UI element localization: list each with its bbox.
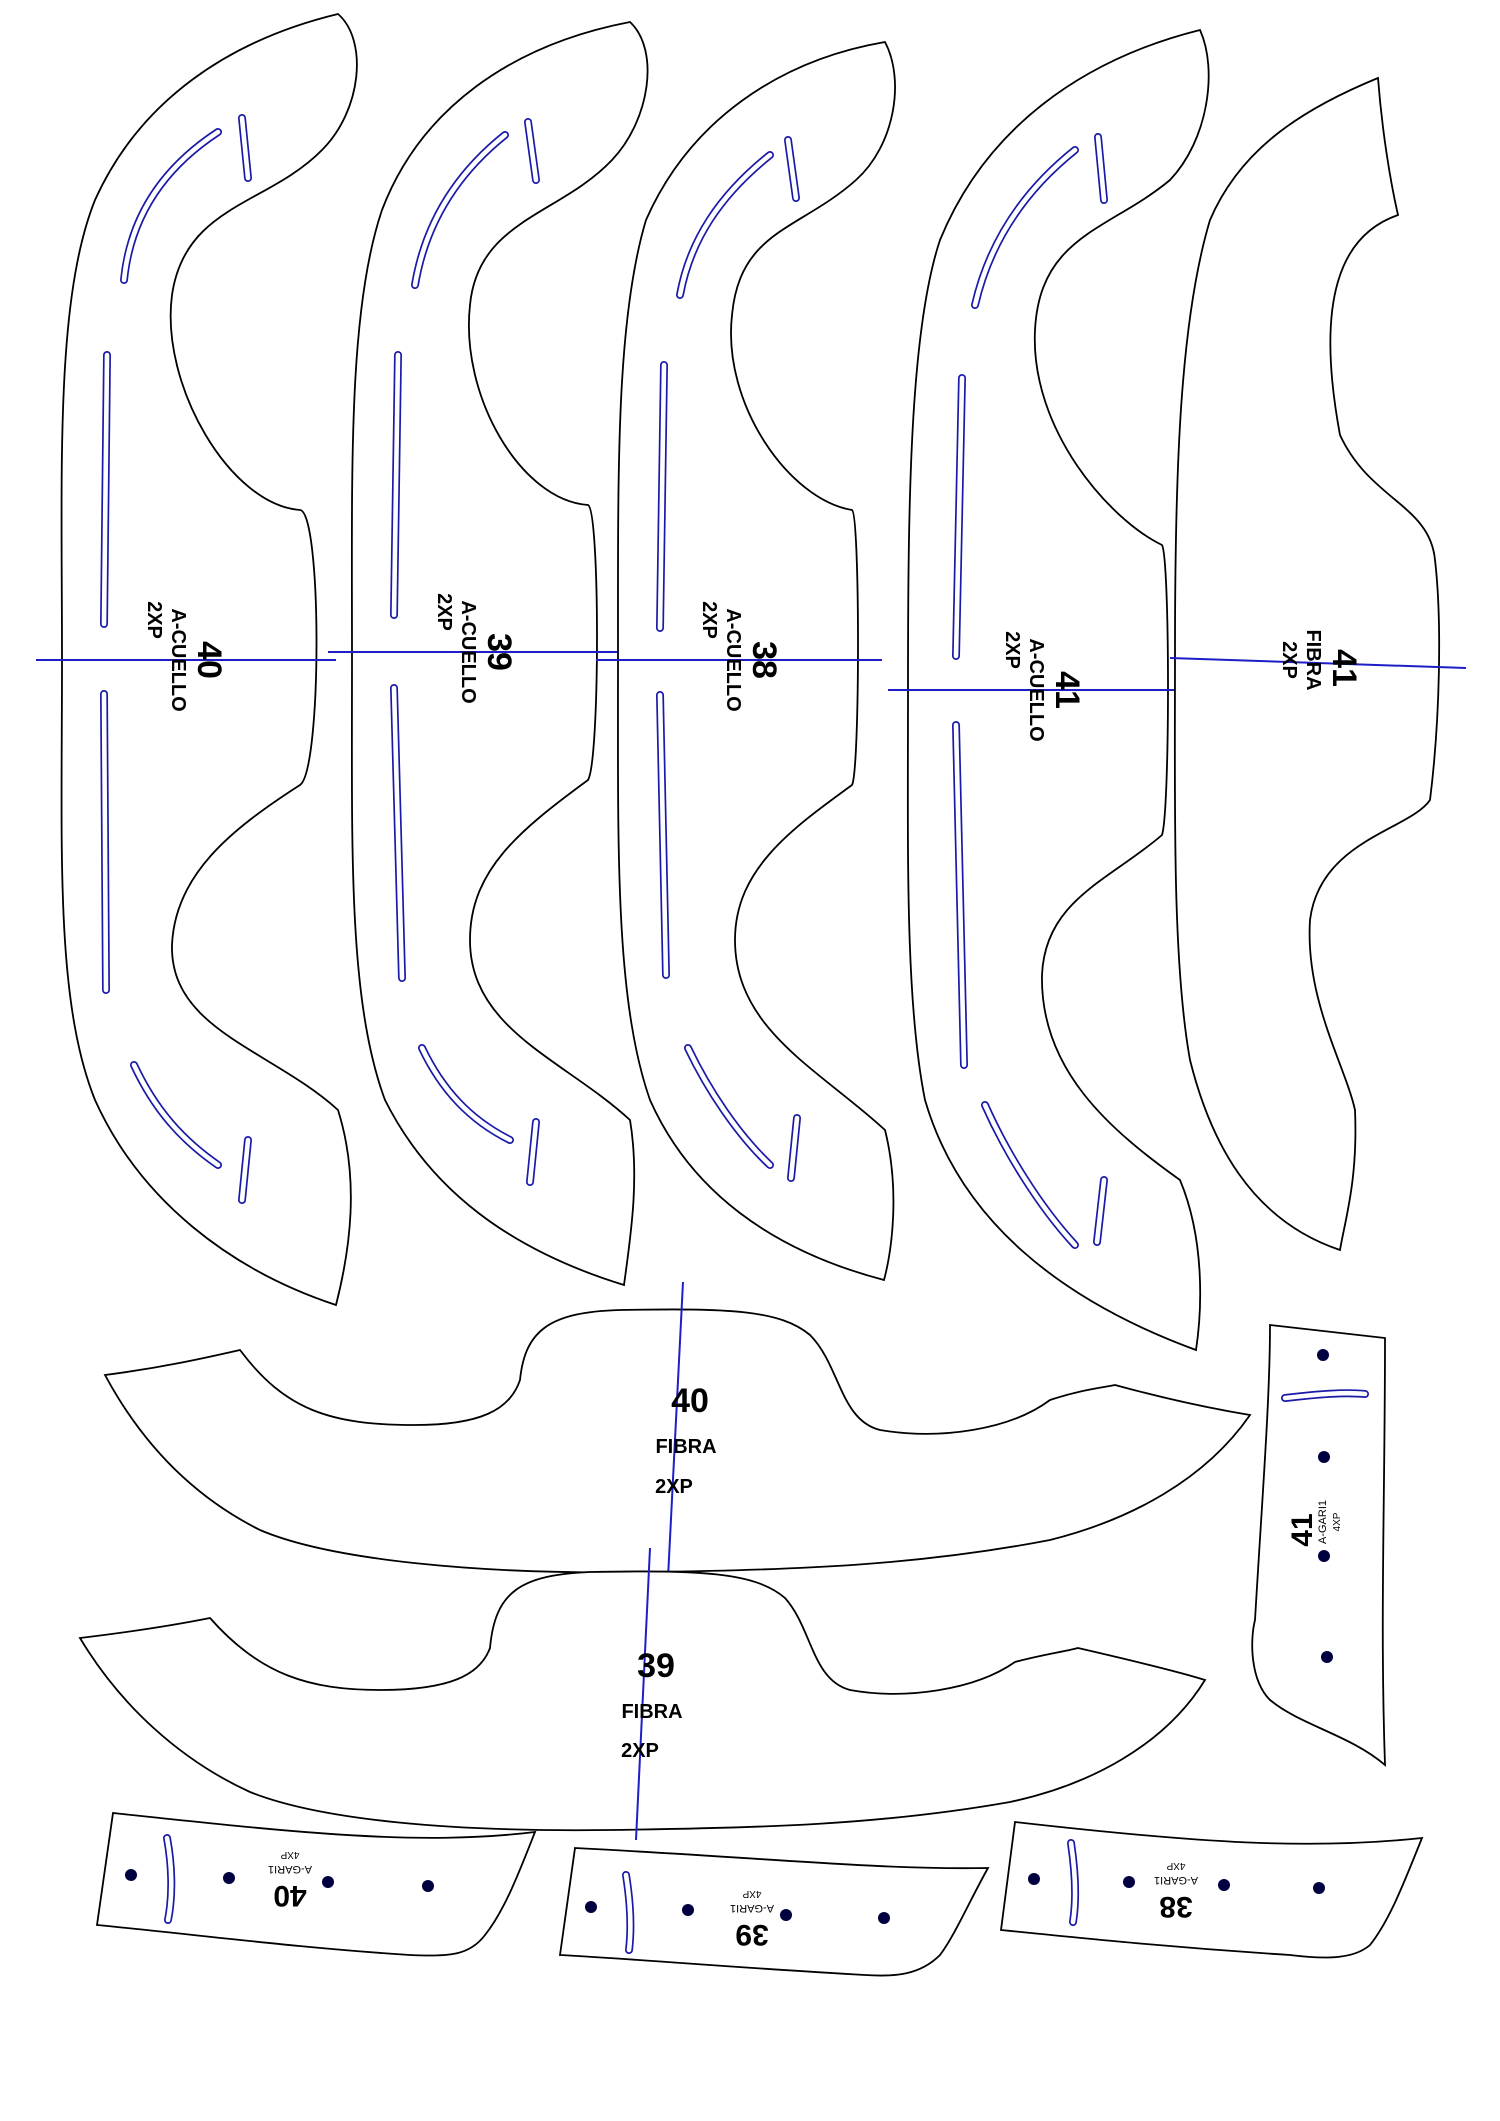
- piece-name: FIBRA: [1302, 629, 1324, 690]
- piece-name: FIBRA: [655, 1436, 716, 1458]
- stitch-slot: [390, 351, 402, 619]
- piece-number: 41: [1048, 671, 1086, 709]
- stitch-slot: [1093, 1176, 1108, 1246]
- piece-name: A-CUELLO: [167, 608, 189, 711]
- drill-hole: [1318, 1550, 1330, 1562]
- collar-piece-41[interactable]: 41 A-CUELLO 2XP: [888, 28, 1210, 1352]
- drill-hole: [125, 1869, 137, 1881]
- band-piece-41[interactable]: 41 A-GARI1 4XP: [1251, 1323, 1386, 1768]
- stitch-slot: [981, 1101, 1079, 1249]
- fibra-piece-40[interactable]: 40 FIBRA 2XP: [103, 1281, 1252, 1579]
- stitch-slot: [411, 131, 509, 289]
- band-piece-40[interactable]: 40 A-GARI1 4XP: [95, 1812, 537, 1957]
- piece-name: A-GARI1: [268, 1863, 312, 1875]
- fibra-piece-41[interactable]: 41 FIBRA 2XP: [1169, 76, 1467, 1252]
- piece-number: 39: [735, 1918, 768, 1951]
- drill-hole: [422, 1880, 434, 1892]
- stitch-slot: [163, 1834, 176, 1924]
- piece-quantity: 2XP: [143, 601, 165, 639]
- stitch-slot: [100, 690, 110, 994]
- drill-hole: [1218, 1879, 1230, 1891]
- stitch-slot: [526, 1118, 540, 1186]
- stitch-slot: [238, 114, 252, 182]
- drill-hole: [780, 1909, 792, 1921]
- grain-line: [667, 1281, 684, 1579]
- piece-quantity: 2XP: [698, 601, 720, 639]
- stitch-slot: [684, 1044, 774, 1169]
- stitch-slot: [524, 118, 540, 184]
- stitch-slot: [120, 128, 222, 284]
- drill-hole: [585, 1901, 597, 1913]
- piece-quantity: 2XP: [433, 593, 455, 631]
- piece-name: A-CUELLO: [1025, 638, 1047, 741]
- stitch-slot: [784, 136, 800, 202]
- piece-quantity: 2XP: [1001, 631, 1023, 669]
- drill-hole: [223, 1872, 235, 1884]
- band-piece-38[interactable]: 38 A-GARI1 4XP: [999, 1821, 1424, 1959]
- piece-name: A-CUELLO: [722, 608, 744, 711]
- stitch-slot: [1067, 1839, 1080, 1926]
- fibra-piece-39[interactable]: 39 FIBRA 2XP: [78, 1547, 1207, 1841]
- piece-quantity: 4XP: [1332, 1512, 1343, 1531]
- collar-piece-38[interactable]: 38 A-CUELLO 2XP: [596, 41, 896, 1282]
- stitch-slot: [1281, 1389, 1369, 1402]
- stitch-slot: [390, 684, 406, 982]
- collar-piece-39[interactable]: 39 A-CUELLO 2XP: [328, 21, 649, 1287]
- piece-quantity: 2XP: [621, 1740, 659, 1762]
- piece-number: 38: [745, 641, 783, 679]
- stitch-slot: [787, 1114, 801, 1182]
- piece-name: A-GARI1: [1317, 1500, 1329, 1544]
- collar-piece-40[interactable]: 40 A-CUELLO 2XP: [36, 13, 358, 1307]
- drill-hole: [322, 1876, 334, 1888]
- drill-hole: [1321, 1651, 1333, 1663]
- stitch-slot: [971, 146, 1079, 309]
- drill-hole: [1123, 1876, 1135, 1888]
- stitch-slot: [418, 1044, 514, 1144]
- grain-line: [635, 1547, 651, 1841]
- piece-name: A-GARI1: [1154, 1874, 1198, 1886]
- drill-hole: [682, 1904, 694, 1916]
- piece-name: A-CUELLO: [457, 600, 479, 703]
- piece-number: 38: [1159, 1890, 1192, 1923]
- stitch-slot: [952, 374, 966, 660]
- drill-hole: [878, 1912, 890, 1924]
- stitch-slot: [100, 351, 111, 628]
- stitch-slot: [952, 721, 968, 1069]
- stitch-slot: [656, 691, 670, 979]
- piece-number: 40: [190, 641, 228, 679]
- stitch-slot: [1094, 133, 1108, 204]
- piece-number: 40: [671, 1382, 709, 1420]
- piece-number: 39: [637, 1647, 675, 1685]
- grain-line: [1169, 657, 1467, 669]
- drill-hole: [1318, 1451, 1330, 1463]
- drill-hole: [1317, 1349, 1329, 1361]
- piece-number: 41: [1325, 649, 1363, 687]
- piece-number: 41: [1286, 1513, 1319, 1546]
- piece-name: A-GARI1: [730, 1902, 774, 1914]
- piece-quantity: 4XP: [280, 1849, 299, 1860]
- piece-number: 39: [480, 633, 518, 671]
- stitch-slot: [622, 1871, 635, 1954]
- band-piece-39[interactable]: 39 A-GARI1 4XP: [558, 1847, 990, 1977]
- piece-number: 40: [273, 1879, 306, 1912]
- piece-name: FIBRA: [621, 1701, 682, 1723]
- stitch-slot: [676, 151, 774, 299]
- piece-quantity: 4XP: [1166, 1860, 1185, 1871]
- stitch-slot: [238, 1136, 252, 1204]
- piece-quantity: 2XP: [1278, 641, 1300, 679]
- piece-quantity: 4XP: [742, 1888, 761, 1899]
- piece-quantity: 2XP: [655, 1476, 693, 1498]
- drill-hole: [1313, 1882, 1325, 1894]
- stitch-slot: [656, 361, 668, 632]
- stitch-slot: [130, 1061, 222, 1169]
- drill-hole: [1028, 1873, 1040, 1885]
